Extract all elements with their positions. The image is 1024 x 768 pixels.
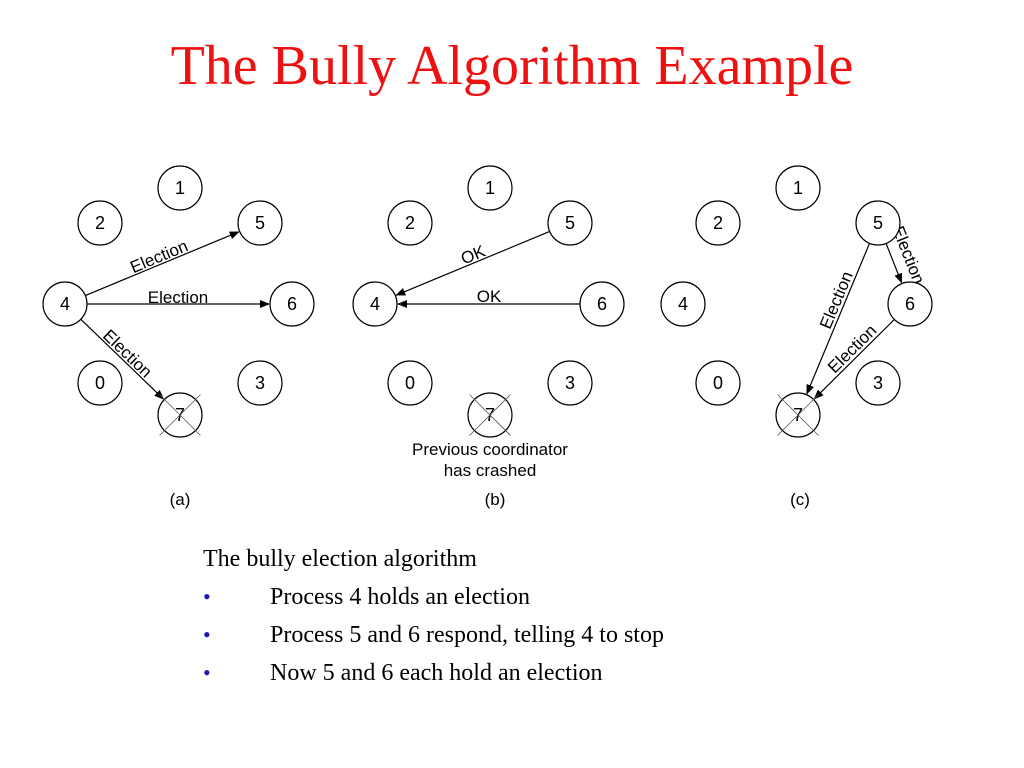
edge-label: Election (816, 269, 857, 332)
process-node-3 (547, 360, 593, 406)
edge-label: Election (128, 236, 191, 277)
process-node-label: 1 (485, 178, 495, 198)
process-node-label: 5 (565, 213, 575, 233)
process-node-1 (157, 165, 203, 211)
message-arrow (813, 319, 895, 400)
process-node-4 (660, 281, 706, 327)
process-node-4 (352, 281, 398, 327)
process-node-5 (237, 200, 283, 246)
panel-caption: (c) (790, 490, 810, 509)
process-node-6 (887, 281, 933, 327)
bullet-text: Now 5 and 6 each hold an election (270, 660, 603, 686)
bullet-item-3: • Now 5 and 6 each hold an election (203, 658, 843, 688)
process-node-label: 3 (873, 373, 883, 393)
process-node-label: 5 (873, 213, 883, 233)
panel-caption: (a) (170, 490, 191, 509)
process-node-3 (855, 360, 901, 406)
message-arrow (395, 230, 550, 296)
message-arrow (806, 243, 871, 395)
process-node-label: 6 (905, 294, 915, 314)
process-node-label: 5 (255, 213, 265, 233)
crash-note: Previous coordinator (412, 440, 568, 459)
description-heading: The bully election algorithm (203, 546, 477, 572)
process-node-5 (547, 200, 593, 246)
crash-cross-icon (777, 394, 819, 436)
process-node-3 (237, 360, 283, 406)
process-node-label: 3 (255, 373, 265, 393)
slide-title: The Bully Algorithm Example (170, 35, 854, 97)
bully-algorithm-diagram: ElectionElectionElection12546037(a)OKOK1… (42, 165, 933, 509)
process-node-6 (579, 281, 625, 327)
process-node-label: 2 (405, 213, 415, 233)
message-arrow (80, 318, 165, 400)
diagram-panel: ElectionElectionElection12546037(c) (660, 165, 933, 509)
bullet-dot-icon: • (203, 622, 211, 647)
process-node-label: 6 (597, 294, 607, 314)
process-node-label: 2 (713, 213, 723, 233)
process-node-6 (269, 281, 315, 327)
process-node-label: 0 (405, 373, 415, 393)
crash-cross-icon (159, 394, 201, 436)
process-node-4 (42, 281, 88, 327)
edge-label: Election (148, 288, 208, 307)
diagram-panel: ElectionElectionElection12546037(a) (42, 165, 315, 509)
process-node-2 (387, 200, 433, 246)
process-node-1 (467, 165, 513, 211)
bullet-dot-icon: • (203, 660, 211, 685)
process-node-label: 4 (60, 294, 70, 314)
process-node-label: 4 (678, 294, 688, 314)
bullet-text: Process 5 and 6 respond, telling 4 to st… (270, 622, 664, 648)
bullet-dot-icon: • (203, 584, 211, 609)
process-node-label: 0 (713, 373, 723, 393)
process-node-5 (855, 200, 901, 246)
description-block: The bully election algorithm • Process 4… (203, 544, 843, 696)
process-node-label: 3 (565, 373, 575, 393)
process-node-label: 6 (287, 294, 297, 314)
process-node-2 (695, 200, 741, 246)
edge-label: OK (477, 287, 502, 306)
bullet-text: Process 4 holds an election (270, 584, 530, 610)
edge-label: OK (458, 241, 489, 268)
process-node-label: 2 (95, 213, 105, 233)
bullet-item-1: • Process 4 holds an election (203, 582, 843, 612)
process-node-label: 4 (370, 294, 380, 314)
crash-note: has crashed (444, 461, 537, 480)
process-node-0 (695, 360, 741, 406)
process-node-0 (77, 360, 123, 406)
panel-caption: (b) (485, 490, 506, 509)
message-arrow (85, 231, 240, 297)
process-node-0 (387, 360, 433, 406)
message-arrow (885, 243, 903, 284)
crash-cross-icon (469, 394, 511, 436)
process-node-label: 1 (793, 178, 803, 198)
process-node-1 (775, 165, 821, 211)
process-node-label: 0 (95, 373, 105, 393)
process-node-label: 1 (175, 178, 185, 198)
bullet-item-2: • Process 5 and 6 respond, telling 4 to … (203, 620, 843, 650)
process-node-2 (77, 200, 123, 246)
